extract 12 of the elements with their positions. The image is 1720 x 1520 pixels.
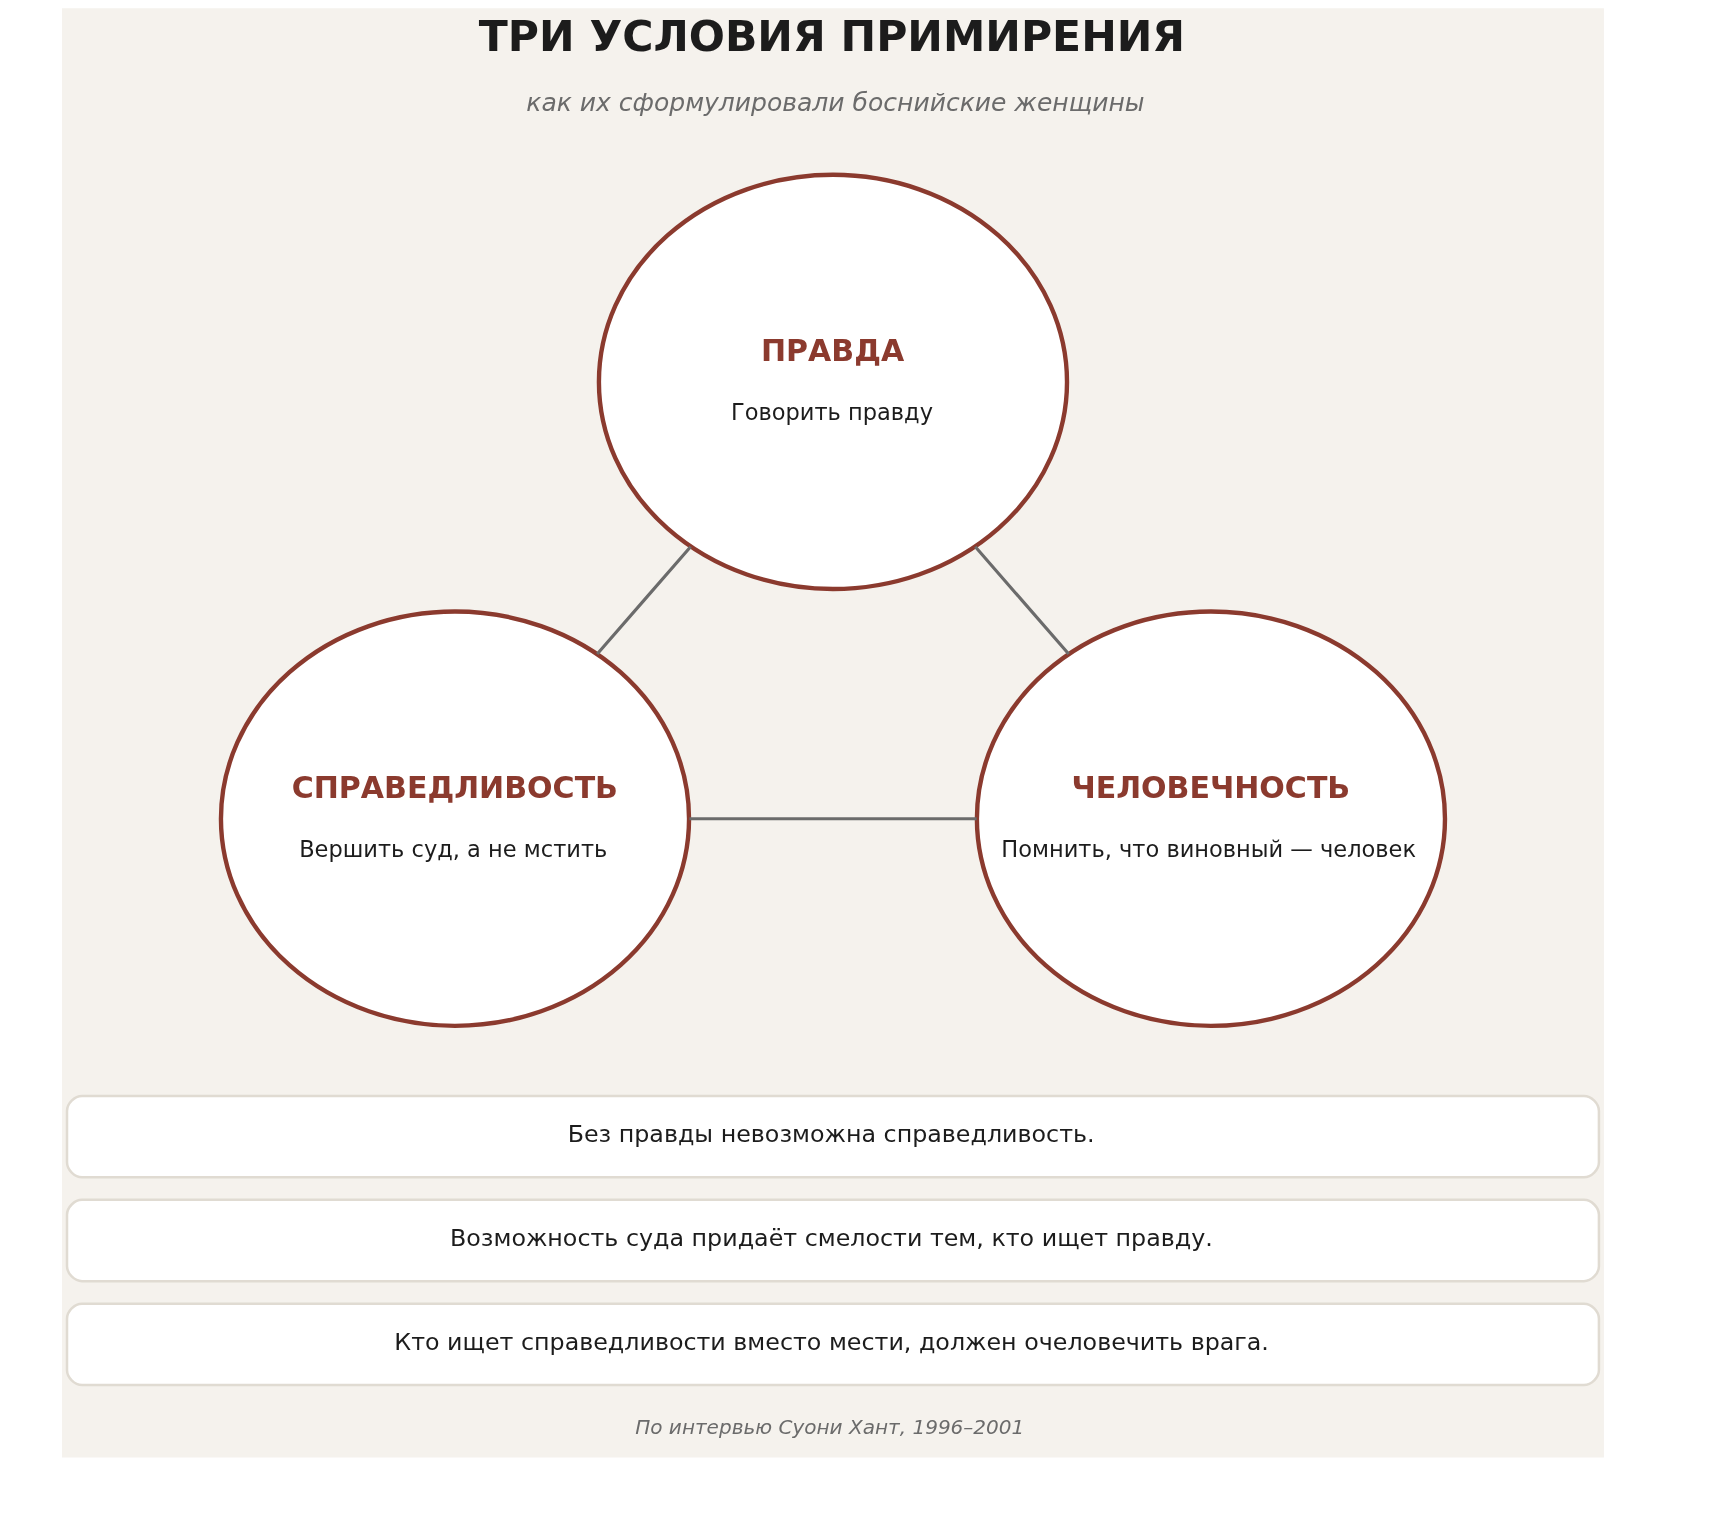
node-box: Без правды невозможна справедливость. <box>65 1094 1601 1179</box>
connector <box>974 545 1070 656</box>
node-ellipse: ПРАВДА Говорить правду <box>596 172 1070 592</box>
connector <box>596 545 692 656</box>
label: По интервью Суони Хант, 1996–2001 <box>635 1414 1025 1439</box>
label: как их сформулировали боснийские женщины <box>526 87 1145 117</box>
node-box: Кто ищет справедливости вместо мести, должен очеловечить врага. <box>65 1302 1601 1387</box>
diagram-title: ТРИ УСЛОВИЯ ПРИМИРЕНИЯ <box>478 12 1186 62</box>
node-ellipse: СПРАВЕДЛИВОСТЬ Вершить суд, а не мстить <box>218 609 692 1028</box>
node-ellipse: ЧЕЛОВЕЧНОСТЬ Помнить, что виновный — человек <box>974 609 1448 1028</box>
node-box: Возможность суда придаёт смелости тем, кто ищет правду. <box>65 1198 1601 1283</box>
connector <box>689 817 977 821</box>
